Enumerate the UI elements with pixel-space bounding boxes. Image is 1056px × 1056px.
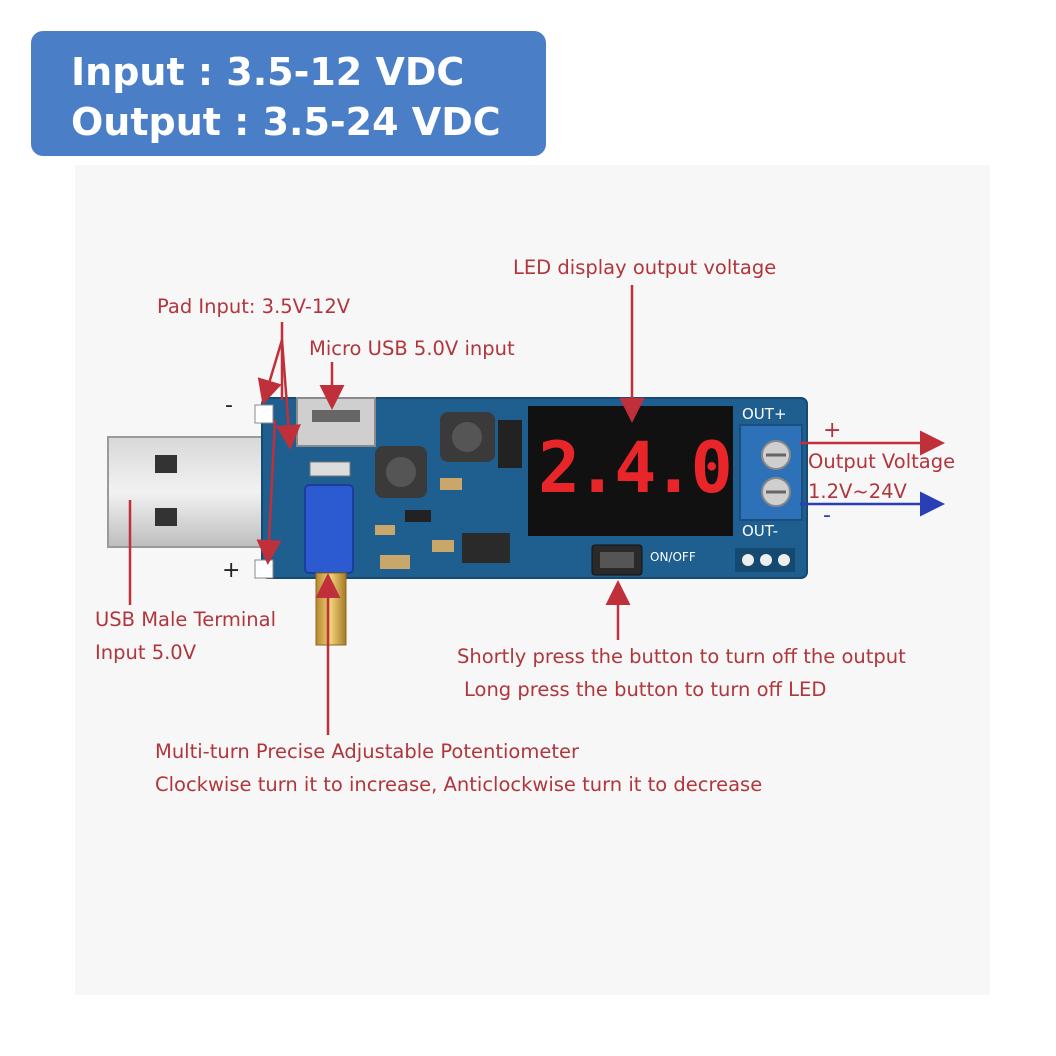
output-voltage-range: 1.2V~24V bbox=[808, 480, 907, 503]
pot-line2: Clockwise turn it to increase, Anticlock… bbox=[155, 773, 763, 796]
usb-male-connector bbox=[107, 436, 279, 548]
onoff-label: ON/OFF bbox=[650, 550, 696, 564]
pot-line1: Multi-turn Precise Adjustable Potentiome… bbox=[155, 740, 579, 763]
output-terminal-block bbox=[739, 424, 803, 521]
onoff-button bbox=[591, 544, 643, 576]
led-display bbox=[528, 406, 733, 536]
input-spec: Input : 3.5-12 VDC bbox=[71, 50, 465, 94]
out-plus-label: OUT+ bbox=[742, 405, 787, 423]
out-minus-label: OUT- bbox=[742, 522, 778, 540]
out-minus-sign: - bbox=[823, 503, 831, 528]
potentiometer-description: Multi-turn Precise Adjustable Potentiome… bbox=[155, 735, 762, 801]
button-line1: Shortly press the button to turn off the… bbox=[457, 645, 906, 668]
output-spec: Output : 3.5-24 VDC bbox=[71, 100, 501, 144]
usb-male-label: USB Male Terminal Input 5.0V bbox=[95, 603, 276, 669]
button-line2: Long press the button to turn off LED bbox=[464, 678, 827, 701]
micro-usb-label: Micro USB 5.0V input bbox=[309, 337, 515, 360]
annotation-lines bbox=[128, 285, 645, 735]
out-pads bbox=[735, 548, 795, 572]
usb-male-line1: USB Male Terminal bbox=[95, 608, 277, 631]
usb-male-line2: Input 5.0V bbox=[95, 641, 197, 664]
out-plus-sign: + bbox=[823, 418, 842, 443]
button-description: Shortly press the button to turn off the… bbox=[457, 640, 906, 706]
led-readout: 2.4.0 bbox=[538, 427, 733, 509]
pad-input-label: Pad Input: 3.5V-12V bbox=[157, 295, 351, 318]
led-display-label: LED display output voltage bbox=[513, 256, 777, 279]
pad-minus-sign: - bbox=[225, 393, 233, 418]
photo-background bbox=[75, 165, 990, 995]
output-voltage-label: Output Voltage bbox=[808, 450, 956, 473]
pad-plus-sign: + bbox=[222, 558, 241, 583]
spec-badge: Input : 3.5-12 VDC Output : 3.5-24 VDC bbox=[31, 31, 546, 156]
